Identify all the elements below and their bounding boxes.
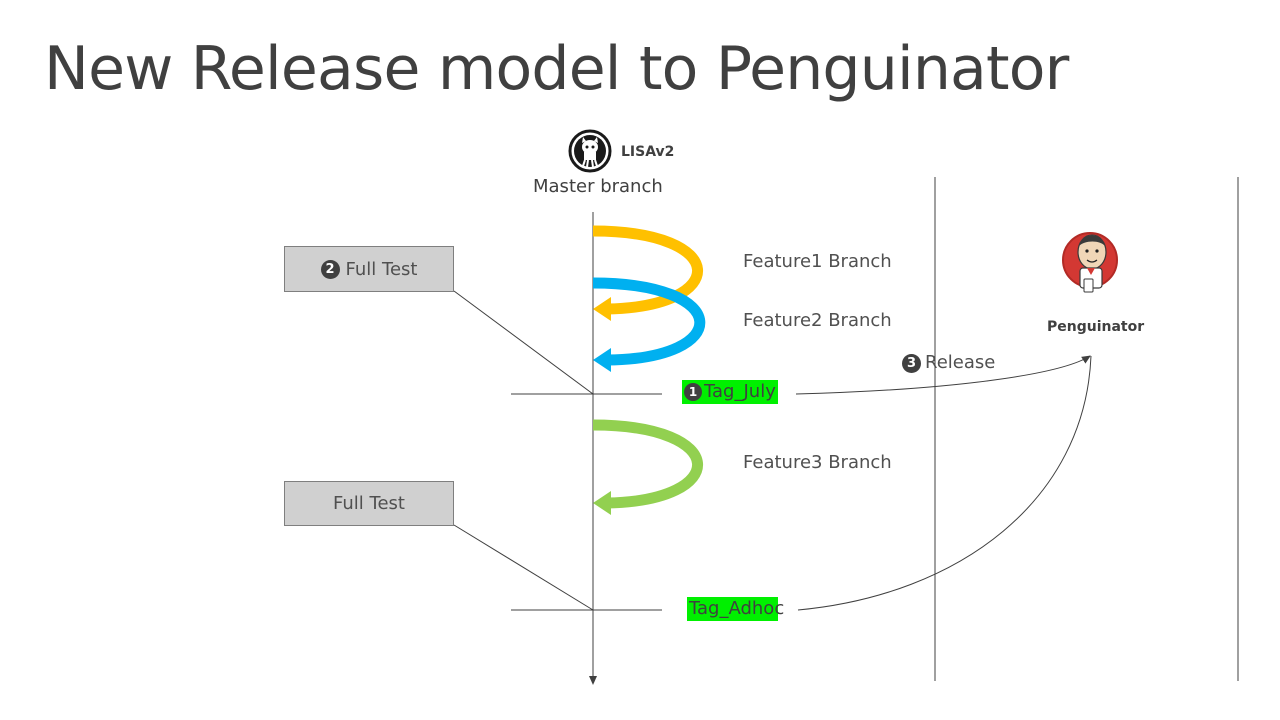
full-test-box-1: 2 Full Test xyxy=(284,246,454,292)
jenkins-icon xyxy=(1062,232,1118,293)
feature2-branch-arc xyxy=(592,277,706,366)
test-connector xyxy=(453,290,594,395)
penguinator-label: Penguinator xyxy=(1047,319,1145,335)
feature2-branch-arrowhead xyxy=(593,348,611,372)
tag-july-label: Tag_July xyxy=(704,381,776,402)
release-text: Release xyxy=(925,352,996,373)
full-test-label: Full Test xyxy=(333,493,405,514)
feature1-branch-label: Feature1 Branch xyxy=(743,251,892,272)
tag-adhoc-label: Tag_Adhoc xyxy=(689,598,785,619)
slide-title: New Release model to Penguinator xyxy=(44,34,1069,104)
feature1-branch-arc xyxy=(592,225,703,315)
repo-name: LISAv2 xyxy=(621,144,675,160)
feature3-branch-arc xyxy=(592,419,703,509)
full-test-box-2: Full Test xyxy=(284,481,454,526)
test-connector xyxy=(453,524,594,611)
full-test-label: Full Test xyxy=(345,258,418,280)
github-icon xyxy=(568,129,612,173)
step-badge: 3 xyxy=(902,353,921,373)
step-badge: 1 xyxy=(684,383,702,401)
master-branch-label: Master branch xyxy=(533,176,663,197)
step-badge: 2 xyxy=(320,259,340,279)
feature3-branch-label: Feature3 Branch xyxy=(743,452,892,473)
release-curve-adhoc xyxy=(797,355,1092,611)
feature1-branch-arrowhead xyxy=(593,297,611,321)
feature2-branch-label: Feature2 Branch xyxy=(743,310,892,331)
feature3-branch-arrowhead xyxy=(593,491,611,515)
release-curve-july xyxy=(795,355,1091,395)
master-timeline-arrowhead xyxy=(589,676,597,685)
tag-adhoc: Tag_Adhoc xyxy=(687,597,784,621)
